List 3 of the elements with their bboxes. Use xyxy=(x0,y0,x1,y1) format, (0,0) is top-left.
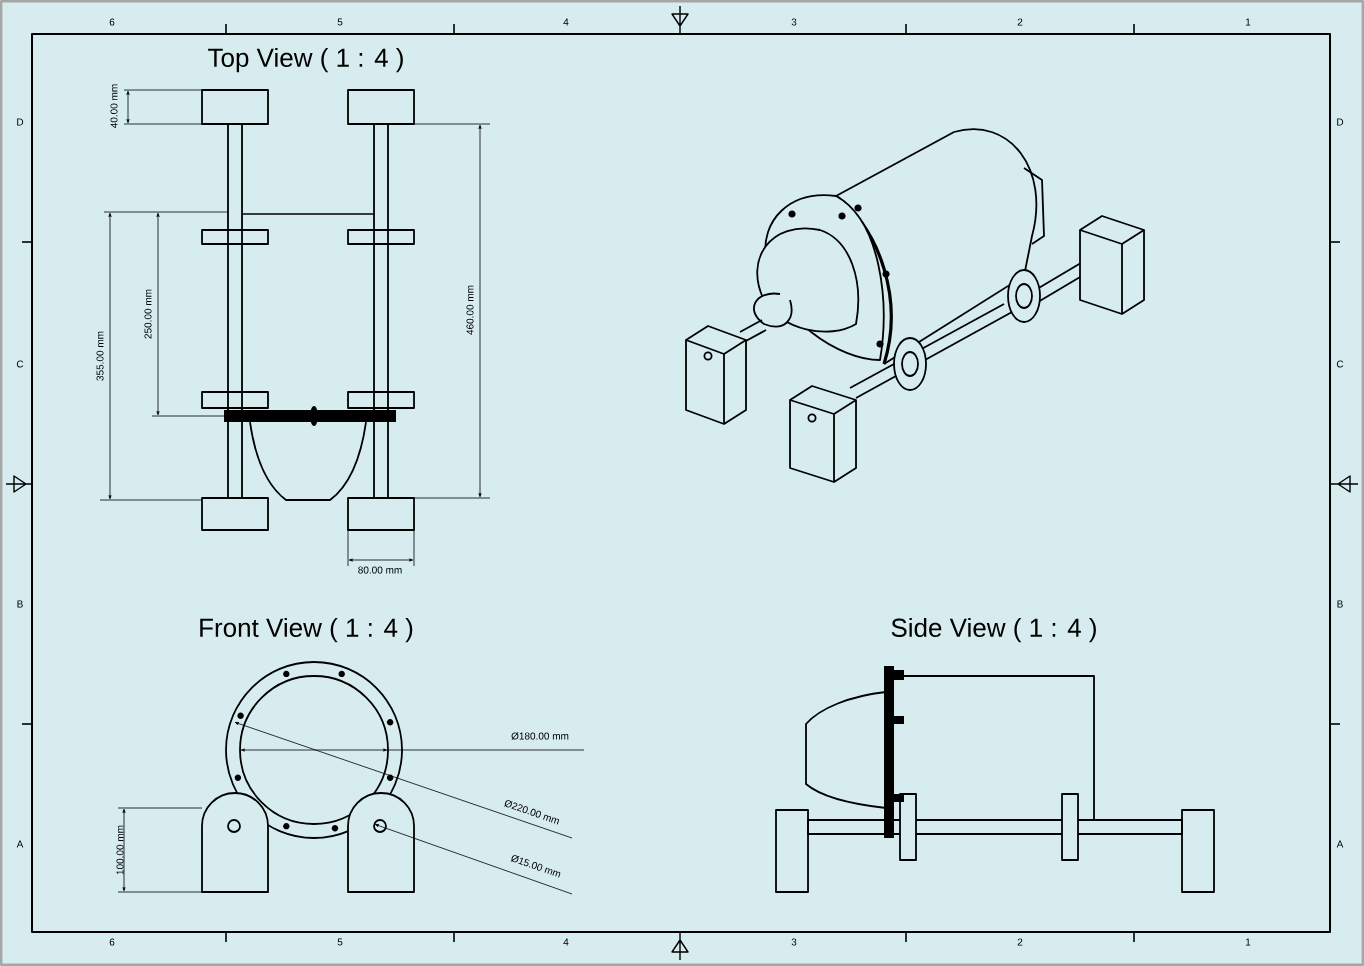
view-title: Top View ( 1 : 4 ) xyxy=(208,47,403,73)
view-title: Front View ( 1 : 4 ) xyxy=(200,617,413,643)
view-title: Side View ( 1 : 4 ) xyxy=(891,617,1096,643)
